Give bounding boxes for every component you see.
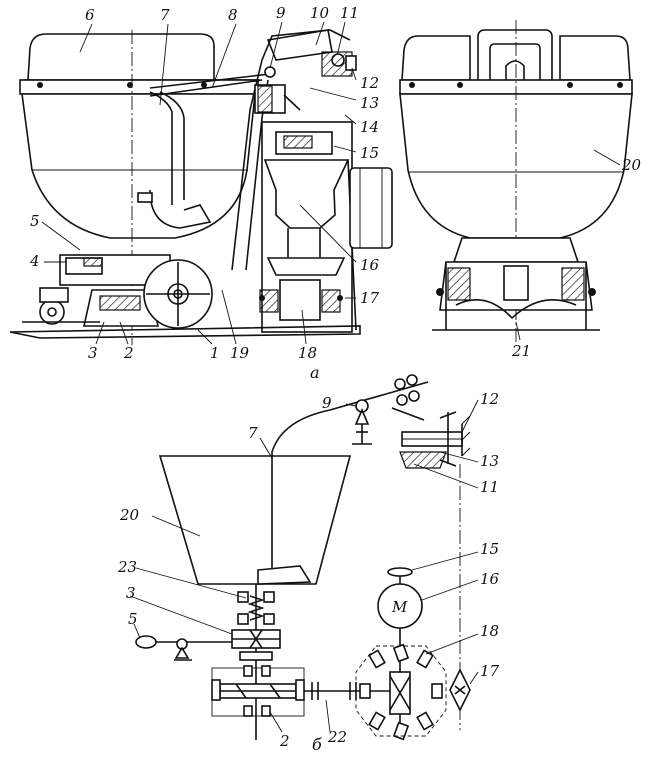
label-b-7: 7	[248, 424, 258, 442]
motor-symbol: M	[391, 598, 408, 616]
caption-view-b: б	[312, 735, 322, 754]
label-a-12: 12	[360, 74, 379, 92]
label-a-6: 6	[85, 6, 95, 24]
label-b-15: 15	[480, 540, 499, 558]
label-b-3: 3	[126, 584, 136, 602]
label-a-3: 3	[88, 344, 98, 362]
view-b-kinematic-scheme: M	[117, 374, 500, 750]
label-a-19: 19	[230, 344, 250, 362]
label-a-11: 11	[340, 4, 359, 22]
label-a-13: 13	[360, 94, 379, 112]
label-a-1: 1	[210, 344, 220, 362]
label-b-23: 23	[117, 558, 137, 576]
label-b-16: 16	[480, 570, 500, 588]
label-a-14: 14	[360, 118, 379, 136]
caption-view-a: а	[310, 363, 320, 382]
label-b-17: 17	[480, 662, 500, 680]
label-b-12: 12	[480, 390, 499, 408]
label-a-18: 18	[298, 344, 317, 362]
label-b-9: 9	[322, 394, 332, 412]
label-b-13: 13	[480, 452, 499, 470]
label-b-5: 5	[128, 610, 138, 628]
view-a-front: 20 21	[399, 20, 642, 360]
label-a-20: 20	[621, 156, 642, 174]
label-a-15: 15	[360, 144, 379, 162]
label-b-11: 11	[480, 478, 499, 496]
label-a-21: 21	[511, 342, 531, 360]
label-b-22: 22	[327, 728, 347, 746]
label-b-2: 2	[279, 732, 290, 750]
label-a-5: 5	[30, 212, 40, 230]
label-b-18: 18	[480, 622, 499, 640]
label-a-8: 8	[228, 6, 238, 24]
label-a-4: 4	[29, 252, 40, 270]
label-b-20: 20	[119, 506, 140, 524]
label-a-17: 17	[360, 289, 380, 307]
label-a-10: 10	[310, 4, 330, 22]
label-a-7: 7	[160, 6, 170, 24]
label-a-9: 9	[276, 4, 286, 22]
label-a-2: 2	[123, 344, 134, 362]
label-a-16: 16	[360, 256, 380, 274]
view-a-side-section: 6 7 8 9 10 11 12 13 14 15 16 17 18 19 1 …	[9, 4, 393, 362]
